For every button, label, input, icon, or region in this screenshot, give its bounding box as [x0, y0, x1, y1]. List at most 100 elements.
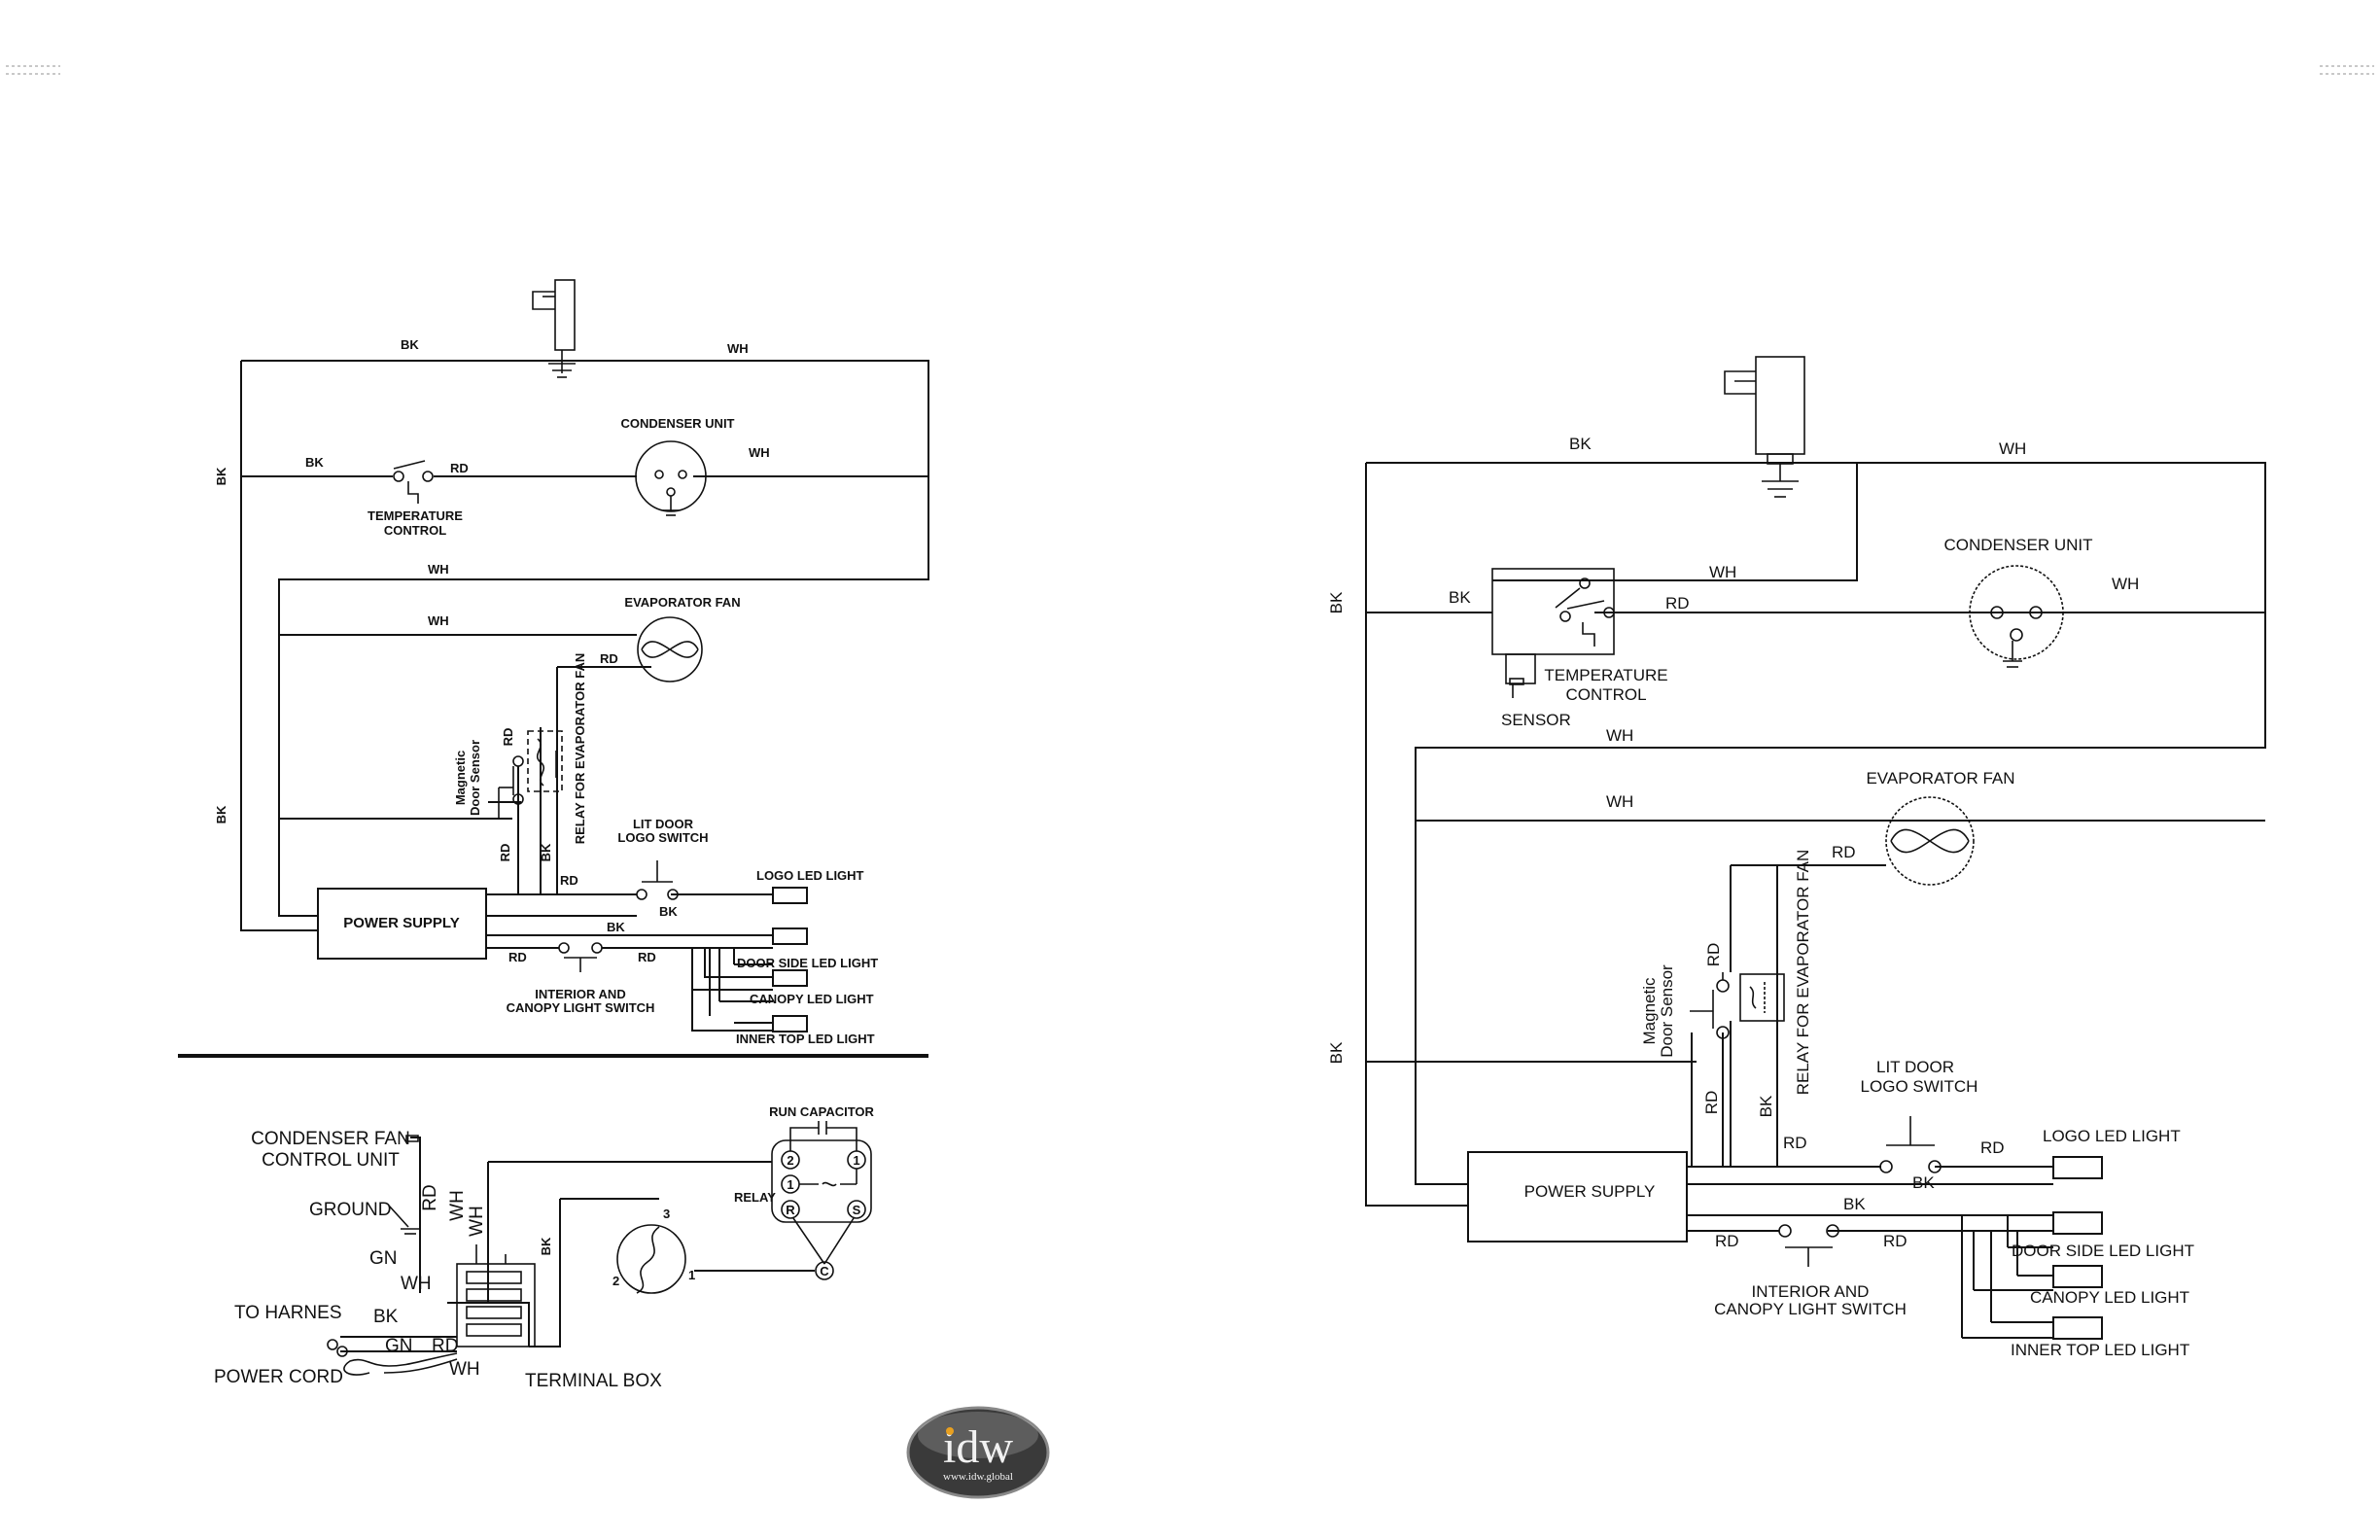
bottom-relay-pin-s: S — [853, 1203, 861, 1217]
right-wire-wh-cu: WH — [2112, 575, 2139, 593]
right-wire-bk-side-lower: BK — [1327, 1041, 1346, 1064]
left-interior-canopy-label-1: INTERIOR AND — [535, 987, 625, 1001]
left-wire-bk-lower: BK — [607, 920, 625, 934]
bottom-relay-label: RELAY — [734, 1190, 776, 1205]
bottom-gn-bottom-label: GN — [385, 1336, 413, 1356]
right-power-supply-box — [1467, 1151, 1688, 1242]
right-temperature-control-label-1: TEMPERATURE — [1544, 666, 1667, 684]
left-power-plug-icon — [532, 279, 576, 373]
bottom-relay-c: C — [820, 1264, 829, 1278]
left-plug-ground-icon — [548, 363, 576, 378]
right-door-side-led-label: DOOR SIDE LED LIGHT — [2012, 1242, 2194, 1260]
right-interior-canopy-switch-icon — [1778, 1224, 1839, 1267]
bottom-motor-pin-2: 2 — [612, 1274, 619, 1288]
bottom-wh-vertical-1-label: WH — [447, 1190, 468, 1221]
left-logo-led-terminal — [772, 887, 808, 904]
bottom-relay-pin-1b: 1 — [787, 1177, 793, 1192]
left-wire-rd-fan: RD — [600, 651, 618, 666]
right-evaporator-fan-label: EVAPORATOR FAN — [1866, 769, 2014, 788]
right-wire-rd-fan: RD — [1832, 843, 1856, 861]
left-magnetic-door-sensor-icon — [498, 755, 524, 819]
right-evaporator-fan-icon — [1885, 796, 1975, 886]
right-wire-rd-sensor: RD — [1704, 943, 1723, 967]
left-wiring — [240, 360, 929, 1032]
left-evaporator-fan-icon — [637, 616, 703, 682]
left-lit-door-label-2: LOGO SWITCH — [617, 830, 708, 845]
bottom-terminal-box-icon — [456, 1244, 536, 1348]
left-interior-canopy-label-2: CANOPY LIGHT SWITCH — [507, 1000, 655, 1015]
left-temperature-control-icon — [393, 460, 434, 504]
right-lit-door-label-1: LIT DOOR — [1876, 1058, 1954, 1076]
bottom-ground-label: GROUND — [309, 1200, 391, 1220]
right-lit-door-logo-switch-icon — [1879, 1116, 1942, 1173]
left-canopy-led-terminal — [772, 969, 808, 987]
right-inner-top-led-terminal — [2052, 1316, 2103, 1340]
right-logo-led-terminal — [2052, 1156, 2103, 1179]
left-condenser-unit-icon — [635, 440, 707, 516]
left-logo-led-label: LOGO LED LIGHT — [756, 868, 864, 883]
left-wire-wh-fan: WH — [428, 613, 449, 628]
left-evaporator-fan-label: EVAPORATOR FAN — [624, 595, 740, 610]
left-schematic: POWER SUPPLY BK WH BK BK BK RD WH CONDEN… — [214, 279, 929, 1046]
left-wire-bk-logo: BK — [659, 904, 678, 919]
left-wire-fixups — [279, 667, 557, 821]
left-temperature-control-label-1: TEMPERATURE — [368, 508, 463, 523]
left-wire-rd-sensor: RD — [501, 728, 515, 747]
bottom-relay-pin-1: 1 — [853, 1153, 859, 1168]
left-wire-bk-tc: BK — [305, 455, 324, 470]
left-power-supply-label: POWER SUPPLY — [343, 915, 459, 931]
right-wire-bk-tc: BK — [1449, 588, 1471, 607]
right-magnetic-door-sensor-label-1: Magnetic — [1640, 977, 1659, 1044]
right-temperature-control-icon — [1491, 568, 1615, 698]
right-sensor-label: SENSOR — [1501, 711, 1571, 729]
right-wire-rd-logo-right: RD — [1980, 1138, 2005, 1157]
right-wire-wh-mid: WH — [1606, 726, 1633, 745]
left-lit-door-logo-switch-icon — [636, 860, 679, 900]
bottom-bk-vertical-label: BK — [539, 1237, 553, 1255]
bottom-relay-pin-r: R — [786, 1203, 795, 1217]
right-power-supply-label: POWER SUPPLY — [1524, 1182, 1656, 1201]
left-interior-canopy-switch-icon — [558, 942, 603, 972]
bottom-run-capacitor-label: RUN CAPACITOR — [769, 1104, 874, 1119]
bottom-condenser-fan-label-2: CONTROL UNIT — [262, 1150, 400, 1171]
left-wire-bk-side-upper: BK — [214, 467, 228, 485]
left-canopy-led-label: CANOPY LED LIGHT — [750, 992, 874, 1006]
bottom-terminal-box-label: TERMINAL BOX — [525, 1371, 662, 1391]
logo-url: www.idw.global — [943, 1471, 1013, 1483]
right-wire-rd-logo-left: RD — [1783, 1134, 1807, 1152]
left-magnetic-door-sensor-label-2: Door Sensor — [468, 740, 482, 816]
right-wire-rd-ps: RD — [1702, 1091, 1721, 1115]
right-power-plug-icon — [1724, 356, 1805, 481]
right-wire-wh-fan: WH — [1606, 792, 1633, 811]
bottom-motor-pin-1: 1 — [688, 1268, 695, 1282]
right-wire-bk-top: BK — [1569, 435, 1592, 453]
logo-brand: idw — [943, 1421, 1013, 1473]
left-wire-rd-ps: RD — [498, 844, 512, 862]
right-wire-rd-int-right: RD — [1883, 1232, 1908, 1250]
right-wire-bk-ps: BK — [1757, 1095, 1775, 1117]
right-wire-rd-int-left: RD — [1715, 1232, 1739, 1250]
corner-marks — [6, 65, 2374, 75]
left-magnetic-door-sensor-label-1: Magnetic — [453, 751, 468, 805]
bottom-rd-a-label: RD — [432, 1336, 458, 1356]
bottom-wh-a-label: WH — [401, 1274, 432, 1294]
left-wire-rd-int-right: RD — [638, 950, 656, 964]
left-inner-top-led-label: INNER TOP LED LIGHT — [736, 1032, 875, 1046]
left-door-side-led-label: DOOR SIDE LED LIGHT — [737, 956, 878, 970]
right-interior-canopy-label-2: CANOPY LIGHT SWITCH — [1714, 1300, 1907, 1318]
left-power-supply-box — [317, 888, 487, 960]
right-interior-canopy-label-1: INTERIOR AND — [1752, 1282, 1870, 1301]
bottom-relay-pin-2: 2 — [787, 1153, 793, 1168]
right-wire-bk-lower: BK — [1843, 1195, 1866, 1213]
right-inner-top-led-label: INNER TOP LED LIGHT — [2011, 1341, 2189, 1359]
left-door-side-led-terminal — [772, 928, 808, 945]
right-wire-wh-top: WH — [1999, 439, 2026, 458]
bottom-bk-a-label: BK — [373, 1307, 399, 1327]
left-wire-rd-tc: RD — [450, 461, 469, 475]
bottom-wh-b-label: WH — [449, 1359, 480, 1380]
left-wire-bk-top: BK — [401, 337, 419, 352]
bottom-relay-icon — [771, 1139, 872, 1280]
left-wire-rd-int-left: RD — [508, 950, 527, 964]
right-canopy-led-terminal — [2052, 1265, 2103, 1288]
